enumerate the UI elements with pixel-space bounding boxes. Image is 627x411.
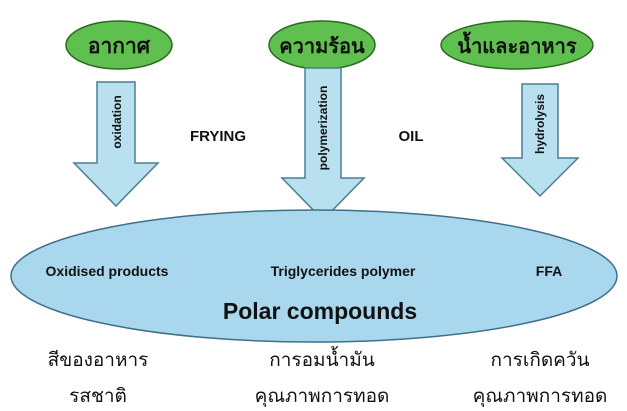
source-heat-label: ความร้อน (279, 34, 365, 58)
effect-center-line2: คุณภาพการทอด (255, 385, 390, 408)
polar-compounds-ellipse: Oxidised products Triglycerides polymer … (10, 209, 618, 343)
oxidised-products-label: Oxidised products (46, 263, 169, 279)
arrow-oxidation-shape (72, 81, 160, 208)
arrow-polymerization-shape (280, 67, 366, 222)
source-water-food-label: น้ำและอาหาร (457, 31, 576, 58)
source-air-bubble (65, 20, 173, 70)
frying-label: FRYING (190, 128, 246, 145)
arrow-hydrolysis-label: hydrolysis (533, 94, 547, 154)
effect-right-line1: การเกิดควัน (490, 349, 589, 371)
effect-left-line2: รสชาติ (69, 385, 127, 407)
polar-compounds-ellipse-shape (10, 209, 618, 343)
source-water-food-bubble (440, 20, 594, 70)
effect-left-line1: สีของอาหาร (48, 349, 149, 371)
source-air-label: อากาศ (88, 34, 151, 58)
arrow-polymerization-label: polymerization (316, 86, 330, 171)
arrow-oxidation: oxidation (72, 81, 160, 208)
source-air: อากาศ (65, 20, 173, 70)
effect-center-line1: การอมน้ำมัน (269, 346, 374, 371)
source-heat: ความร้อน (268, 20, 376, 70)
arrow-polymerization: polymerization (280, 67, 366, 222)
arrow-hydrolysis-shape (500, 83, 580, 198)
source-water-food: น้ำและอาหาร (440, 20, 594, 70)
arrow-hydrolysis: hydrolysis (500, 83, 580, 198)
polar-compounds-label: Polar compounds (223, 298, 417, 324)
triglycerides-polymer-label: Triglycerides polymer (271, 263, 416, 279)
arrow-oxidation-label: oxidation (110, 95, 124, 148)
ffa-label: FFA (536, 263, 562, 279)
effect-right-line2: คุณภาพการทอด (473, 385, 608, 408)
oil-label: OIL (399, 128, 424, 145)
